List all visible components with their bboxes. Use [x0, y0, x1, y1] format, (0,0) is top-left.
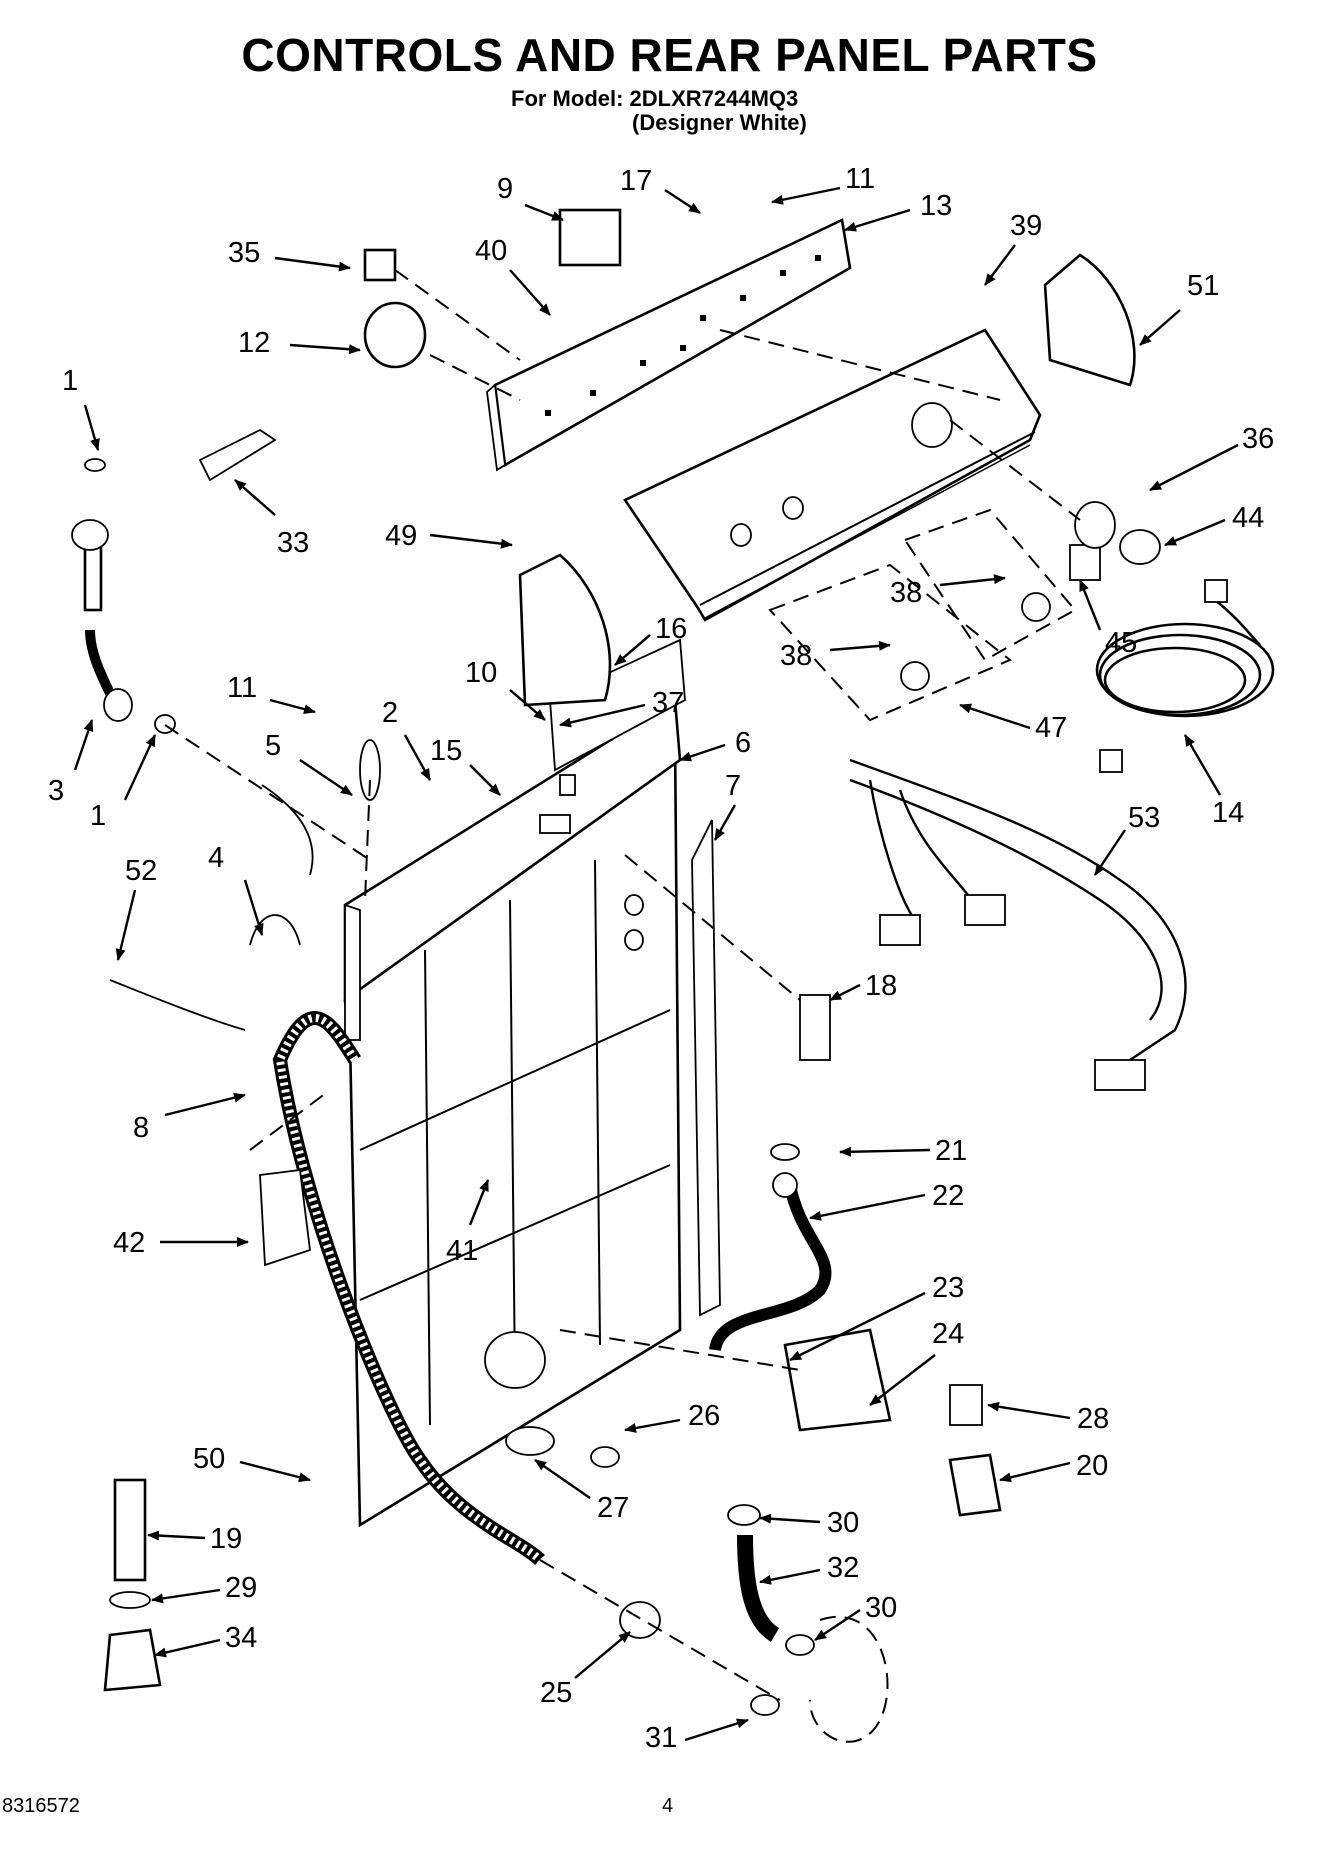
callout-label: 22 [932, 1180, 964, 1212]
drain-hose-texture [275, 1014, 543, 1563]
callout-label: 51 [1187, 270, 1219, 302]
console-end-cap-right [1043, 253, 1136, 387]
callout-label: 41 [446, 1235, 478, 1267]
callout-label: 53 [1128, 802, 1160, 834]
console-end-cap-left [518, 553, 612, 707]
callout-label: 11 [845, 163, 875, 195]
callout-label: 19 [210, 1523, 242, 1555]
callout-label: 21 [935, 1135, 967, 1167]
callout-label: 28 [1077, 1403, 1109, 1435]
callout-label: 4 [208, 842, 224, 874]
power-cord [1095, 579, 1275, 773]
callout-label: 38 [890, 577, 922, 609]
pump-hose [737, 1534, 780, 1642]
callout-label: 52 [125, 855, 157, 887]
callout-label: 8 [133, 1112, 149, 1144]
page-title: CONTROLS AND REAR PANEL PARTS [241, 29, 1098, 81]
small-parts [71, 208, 1161, 1743]
callout-label: 40 [475, 235, 507, 267]
callout-label: 34 [225, 1622, 257, 1654]
model-number: For Model: 2DLXR7244MQ3 [511, 86, 799, 111]
callout-label: 9 [497, 173, 513, 205]
callout-label: 37 [652, 687, 684, 719]
callout-label: 18 [865, 970, 897, 1002]
callout-label: 25 [540, 1677, 572, 1709]
model-color: (Designer White) [632, 110, 807, 135]
callout-label: 32 [827, 1552, 859, 1584]
callout-label: 2 [382, 697, 398, 729]
inlet-hose [709, 1183, 832, 1352]
callout-label: 36 [1242, 423, 1274, 455]
callout-label: 3 [48, 775, 64, 807]
callout-label: 49 [385, 520, 417, 552]
callout-label: 26 [688, 1400, 720, 1432]
callout-label: 33 [277, 527, 309, 559]
document-number: 8316572 [2, 1795, 80, 1817]
callout-label: 20 [1076, 1450, 1108, 1482]
callout-label: 38 [780, 640, 812, 672]
callout-label: 13 [920, 190, 952, 222]
callout-label: 1 [90, 800, 106, 832]
callout-label: 15 [430, 735, 462, 767]
callout-label: 23 [932, 1272, 964, 1304]
page-number: 4 [662, 1795, 674, 1817]
callout-label: 50 [193, 1443, 225, 1475]
side-trim-strip [691, 819, 721, 1317]
wire-harness [849, 758, 1187, 1091]
control-bracket [486, 218, 852, 472]
callout-label: 35 [228, 237, 260, 269]
callout-label: 17 [620, 165, 652, 197]
callout-label: 27 [597, 1492, 629, 1524]
callout-label: 7 [725, 770, 741, 802]
callout-label: 12 [238, 327, 270, 359]
callout-label: 5 [265, 730, 281, 762]
callout-label: 47 [1035, 712, 1067, 744]
callout-label: 30 [865, 1592, 897, 1624]
callout-label: 29 [225, 1572, 257, 1604]
callout-label: 44 [1232, 502, 1264, 534]
callout-label: 16 [655, 613, 687, 645]
callout-label: 45 [1105, 627, 1137, 659]
callout-label: 10 [465, 657, 497, 689]
callout-label: 39 [1010, 210, 1042, 242]
callout-label: 14 [1212, 797, 1244, 829]
callout-label: 6 [735, 727, 751, 759]
callout-label: 11 [227, 672, 257, 704]
rear-panel [343, 638, 686, 1528]
console-panel [623, 328, 1042, 622]
callouts: 1 1 2 3 4 5 6 7 8 9 10 11 11 12 13 14 15… [48, 163, 1274, 1754]
callout-label: 42 [113, 1227, 145, 1259]
callout-label: 30 [827, 1507, 859, 1539]
callout-label: 24 [932, 1318, 964, 1350]
callout-label: 1 [62, 365, 78, 397]
assembly-lines [164, 269, 1081, 1701]
callout-label: 31 [645, 1722, 677, 1754]
